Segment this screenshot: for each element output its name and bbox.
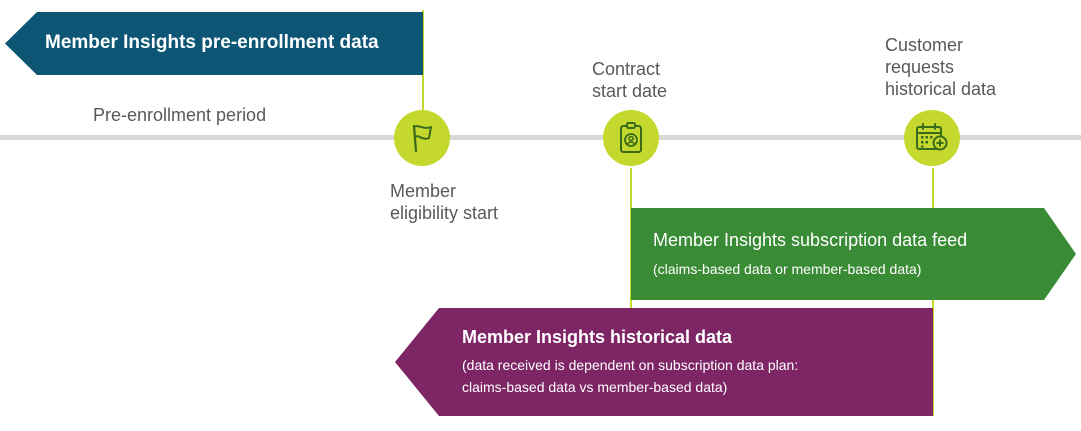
contract-milestone-circle (603, 110, 659, 166)
timeline-bar (0, 135, 1081, 140)
contract-label-line2: start date (592, 81, 668, 101)
subscription-arrow-shape (631, 208, 1076, 300)
flag-icon (412, 124, 432, 153)
pre-enrollment-period-label: Pre-enrollment period (93, 105, 267, 125)
subscription-arrow-title: Member Insights subscription data feed (653, 230, 968, 250)
historical-request-milestone-circle (904, 110, 960, 166)
eligibility-label-line1: Member (390, 181, 457, 201)
historical-arrow-shape (395, 308, 933, 416)
eligibility-label-line2: eligibility start (390, 203, 499, 223)
eligibility-milestone-label: Member eligibility start (390, 180, 498, 224)
eligibility-milestone-circle (394, 110, 450, 166)
historical-arrow-subtitle-line1: (data received is dependent on subscript… (462, 357, 799, 373)
contract-milestone-label: Contract start date (592, 58, 667, 102)
historical-arrow-title: Member Insights historical data (462, 327, 733, 347)
id-badge-icon (620, 122, 642, 153)
pre-enrollment-arrow-title: Member Insights pre-enrollment data (45, 32, 379, 53)
historical-request-label-line3: historical data (885, 79, 997, 99)
historical-request-label-line2: requests (885, 57, 955, 77)
contract-label-line1: Contract (592, 59, 661, 79)
historical-request-label-line1: Customer (885, 35, 964, 55)
historical-data-arrow: Member Insights historical data (data re… (395, 308, 933, 416)
subscription-data-feed-arrow: Member Insights subscription data feed (… (631, 208, 1076, 300)
historical-request-milestone-label: Customer requests historical data (885, 34, 996, 100)
calendar-plus-icon (916, 123, 948, 151)
pre-enrollment-connector-line (422, 10, 424, 110)
pre-enrollment-data-arrow: Member Insights pre-enrollment data (5, 12, 423, 75)
historical-arrow-subtitle-line2: claims-based data vs member-based data) (462, 379, 728, 395)
pre-enrollment-arrow-shape (5, 12, 423, 75)
subscription-arrow-subtitle: (claims-based data or member-based data) (653, 261, 922, 277)
